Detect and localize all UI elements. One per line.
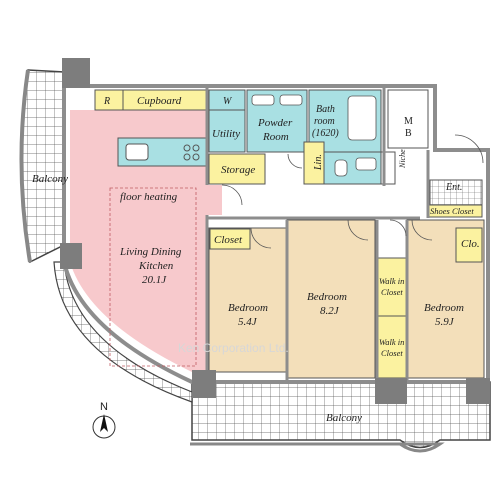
sink-icon [125, 143, 149, 161]
cooktop-icon [183, 144, 200, 161]
shoes-closet-label: Shoes Closet [430, 206, 474, 216]
toilet-sink-icon [355, 157, 377, 171]
walk-in-closet-2-label-2: Closet [381, 348, 403, 358]
bathroom-label-3: (1620) [312, 128, 339, 139]
bedroom-2-size: 8.2J [320, 305, 340, 317]
meter-box [387, 89, 429, 149]
closet-label: Closet [214, 234, 243, 246]
entrance [429, 179, 483, 206]
utility-label: Utility [212, 128, 240, 140]
floor-heating-area [109, 187, 197, 367]
ldk-label-1: Living Dining [119, 246, 182, 258]
toilet-icon [334, 159, 348, 177]
washer-label: W [223, 96, 233, 107]
utility-room [208, 109, 246, 153]
meter-box-label-2: B [405, 128, 412, 139]
storage [208, 153, 266, 185]
north-arrow [92, 414, 116, 439]
clo-label: Clo. [461, 238, 480, 250]
floor-heating-label: floor heating [120, 191, 178, 203]
door-swings [221, 134, 484, 249]
bathroom-label-2: room [314, 116, 335, 127]
linen-label: Lin. [313, 154, 324, 171]
north-label: N [100, 401, 108, 413]
storage-label: Storage [221, 164, 255, 176]
balcony-bottom [190, 381, 491, 453]
cupboard-label: Cupboard [137, 95, 182, 107]
balcony-left-label: Balcony [32, 173, 68, 185]
bedroom-3-size: 5.9J [435, 316, 455, 328]
ldk-label-2: Kitchen [138, 260, 174, 272]
powder-room-label-1: Powder [257, 117, 293, 129]
walk-in-closet-1-label-1: Walk in [379, 276, 404, 286]
bedroom-1-label: Bedroom [228, 302, 268, 314]
watermark: Ken Corporation Ltd. [178, 341, 289, 355]
bedroom-1-size: 5.4J [238, 316, 258, 328]
powder-room-label-2: Room [262, 131, 289, 143]
bathtub-icon [347, 95, 377, 141]
basin-icon [279, 94, 303, 106]
bedroom-1 [208, 227, 288, 373]
bedroom-2 [286, 219, 376, 379]
bathroom-label-1: Bath [316, 104, 335, 115]
balcony-bottom-label: Balcony [326, 412, 362, 424]
refrigerator-label: R [103, 96, 110, 107]
niche-label: Niche [398, 149, 407, 169]
closet [209, 228, 251, 250]
balcony-curve [53, 261, 193, 403]
walk-in-closet-2-label-1: Walk in [379, 337, 404, 347]
bedroom-3-closet [455, 227, 483, 263]
structural-columns [60, 58, 490, 404]
entrance-label: Ent. [445, 182, 462, 193]
interior-walls [205, 88, 430, 380]
bedroom-2-label: Bedroom [307, 291, 347, 303]
meter-box-label-1: M [404, 116, 413, 127]
balcony-left [19, 69, 65, 264]
ldk-label-3: 20.1J [142, 274, 167, 286]
walk-in-closet-1-label-2: Closet [381, 287, 403, 297]
bedroom-3-label: Bedroom [424, 302, 464, 314]
basin-icon [251, 94, 275, 106]
ldk-room [70, 110, 222, 372]
